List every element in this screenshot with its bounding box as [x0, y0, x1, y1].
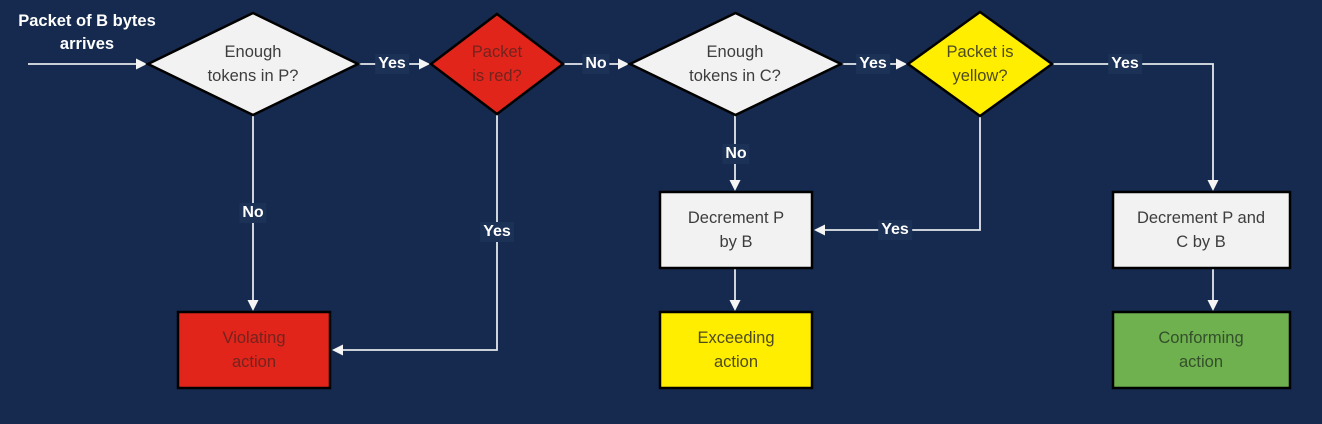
arrowhead-start-to-p-check	[136, 58, 147, 70]
box-conforming-action	[1111, 310, 1292, 390]
start-label-line1: Packet of B bytes	[18, 12, 156, 30]
start-label-line2: arrives	[59, 35, 115, 53]
edge-red-yes-to-violating	[342, 114, 498, 351]
arrowhead-p-yes-to-red-check	[419, 58, 430, 70]
arrowhead-c-yes-to-yellow-check	[896, 58, 907, 70]
edge-label-c-no: No	[722, 144, 750, 164]
arrowhead-decrement-pc-to-conforming	[1207, 300, 1219, 311]
arrowhead-yellow-yes-to-decrement-pc	[1207, 180, 1219, 191]
edge-label-p-yes: Yes	[375, 54, 409, 74]
arrowhead-c-no-to-decrement-p	[729, 180, 741, 191]
box-decrement-p	[658, 190, 814, 270]
arrowhead-red-yes-to-violating	[332, 344, 343, 356]
edge-label-p-no: No	[239, 203, 267, 223]
diamond-packet-is-red	[428, 12, 566, 116]
edge-yellow-yes-to-decrement-p	[824, 116, 981, 231]
diamond-packet-is-yellow	[905, 10, 1055, 118]
box-violating-action	[176, 310, 332, 390]
box-decrement-p-and-c	[1111, 190, 1292, 270]
arrowhead-decrement-p-to-exceeding	[729, 300, 741, 311]
diamond-enough-tokens-p	[145, 11, 361, 117]
edge-label-red-no: No	[582, 54, 610, 74]
arrowhead-red-no-to-c-check	[618, 58, 629, 70]
edge-label-red-yes: Yes	[480, 222, 514, 242]
arrowhead-p-no-to-violating	[247, 300, 259, 311]
edge-label-yellow-right-yes: Yes	[1108, 54, 1142, 74]
arrowhead-yellow-yes-to-decrement-p	[814, 224, 825, 236]
box-exceeding-action	[658, 310, 814, 390]
start-label: Packet of B bytes arrives	[18, 10, 156, 56]
edge-label-c-yes: Yes	[856, 54, 890, 74]
diamond-enough-tokens-c	[627, 11, 844, 117]
edge-label-yellow-down-yes: Yes	[878, 220, 912, 240]
edge-yellow-yes-to-decrement-pc	[1052, 63, 1214, 181]
